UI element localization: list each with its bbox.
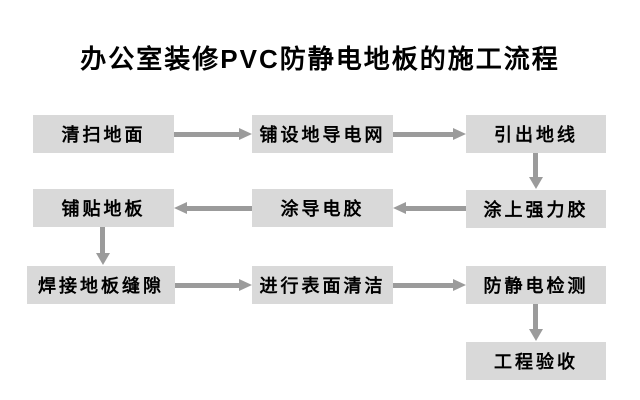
arrow-shaft: [533, 153, 538, 178]
arrow-shaft: [393, 132, 454, 137]
node-lead-out-ground-wire: 引出地线: [466, 115, 606, 153]
arrow-shaft: [393, 283, 454, 288]
arrow-head: [529, 329, 543, 341]
arrow-right-icon: [175, 279, 252, 291]
node-apply-conductive-glue: 涂导电胶: [252, 189, 393, 227]
node-apply-strong-glue: 涂上强力胶: [466, 190, 606, 228]
node-lay-floor: 铺贴地板: [33, 189, 174, 227]
node-clean-floor: 清扫地面: [33, 115, 174, 153]
node-antistatic-test: 防静电检测: [466, 266, 606, 304]
page-title: 办公室装修PVC防静电地板的施工流程: [80, 44, 560, 74]
arrow-head: [393, 202, 406, 214]
arrow-right-icon: [393, 128, 466, 140]
arrow-right-icon: [393, 279, 466, 291]
node-project-acceptance: 工程验收: [466, 342, 606, 380]
arrow-head: [239, 279, 252, 291]
node-lay-ground-conductive-grid: 铺设地导电网: [252, 115, 393, 153]
arrow-head: [529, 177, 543, 189]
node-surface-cleaning: 进行表面清洁: [252, 266, 393, 304]
arrow-down-icon: [529, 304, 543, 341]
arrow-shaft: [100, 227, 105, 254]
arrow-head: [239, 128, 252, 140]
arrow-shaft: [186, 206, 252, 211]
arrow-left-icon: [393, 202, 466, 214]
arrow-left-icon: [174, 202, 252, 214]
arrow-shaft: [405, 206, 466, 211]
arrow-shaft: [533, 304, 538, 330]
arrow-down-icon: [96, 227, 110, 265]
arrow-head: [96, 253, 110, 265]
arrow-shaft: [175, 283, 240, 288]
arrow-head: [174, 202, 187, 214]
arrow-shaft: [174, 132, 240, 137]
arrow-right-icon: [174, 128, 252, 140]
arrow-down-icon: [529, 153, 543, 189]
node-weld-floor-seams: 焊接地板缝隙: [27, 266, 175, 304]
arrow-head: [453, 279, 466, 291]
arrow-head: [453, 128, 466, 140]
